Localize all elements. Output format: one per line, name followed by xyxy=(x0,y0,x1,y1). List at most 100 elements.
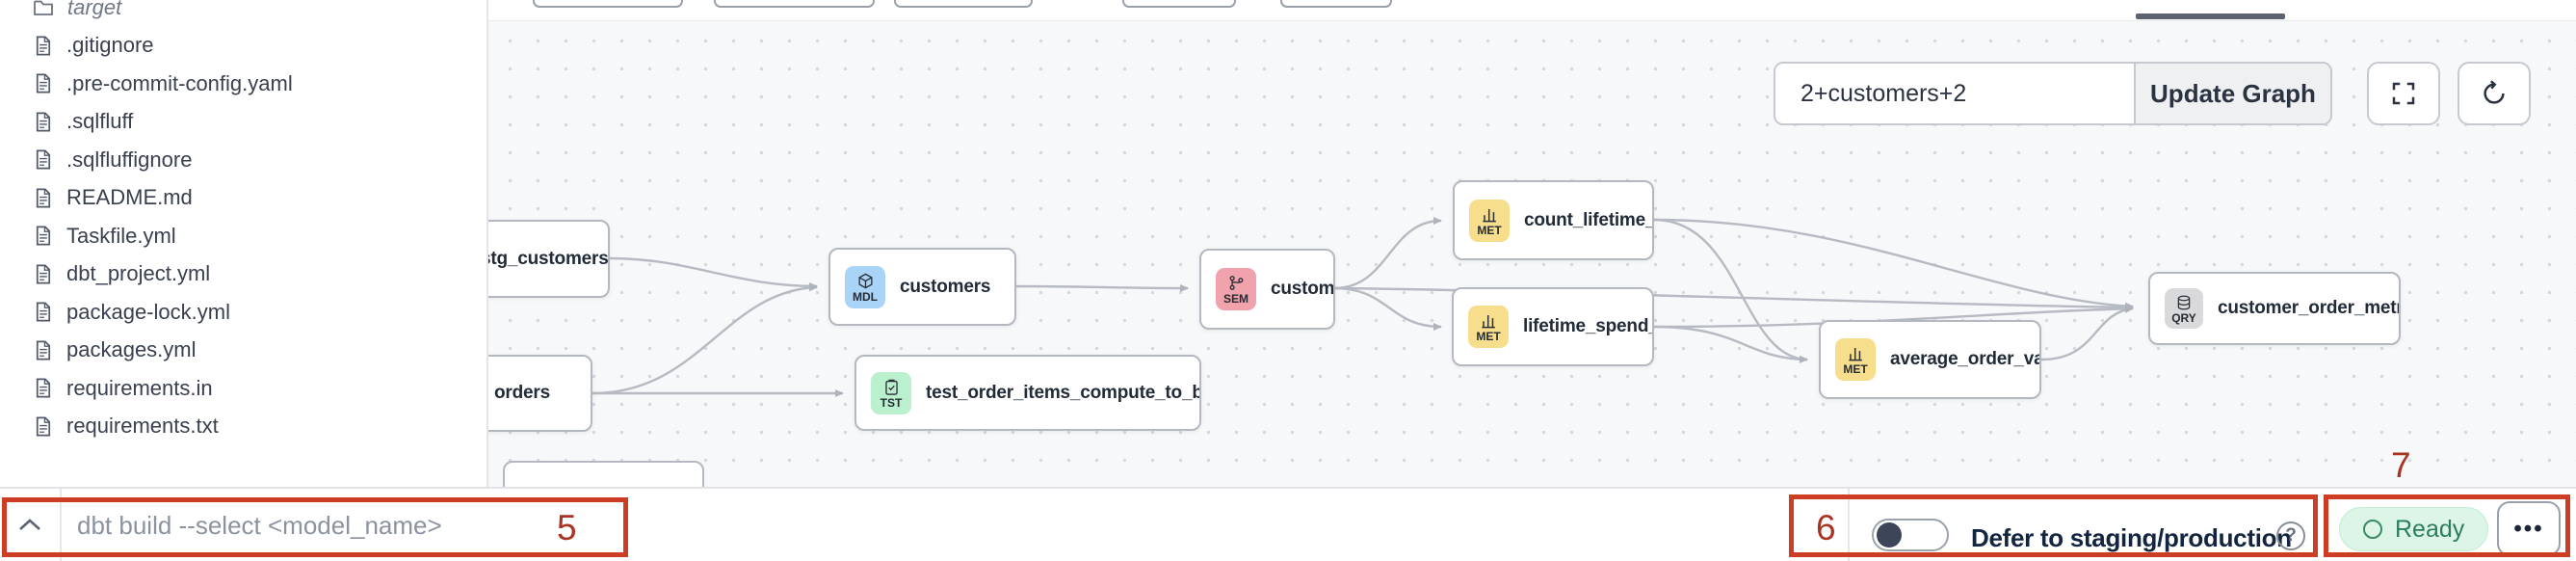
node-type-label: SEM xyxy=(1222,292,1249,306)
file-label: .sqlfluffignore xyxy=(66,147,193,172)
collapse-panel-button[interactable] xyxy=(8,506,52,545)
defer-toggle-switch[interactable] xyxy=(1872,519,1949,551)
file-row[interactable]: requirements.txt xyxy=(0,408,486,446)
refresh-button[interactable] xyxy=(2458,62,2531,125)
node-customers-model[interactable]: MDL customers xyxy=(828,248,1016,326)
file-row[interactable]: package-lock.yml xyxy=(0,293,486,332)
node-type-label: MET xyxy=(1843,362,1868,376)
file-label: README.md xyxy=(66,185,193,210)
toolbar-button-partial[interactable] xyxy=(1280,0,1392,8)
node-orders[interactable]: orders xyxy=(488,355,592,432)
lineage-edges xyxy=(591,217,2134,397)
bar-chart-icon xyxy=(1481,314,1495,329)
update-graph-button[interactable]: Update Graph xyxy=(2134,64,2330,123)
active-tab-indicator xyxy=(2136,13,2285,19)
file-label: Taskfile.yml xyxy=(66,223,176,248)
branch-icon xyxy=(1229,276,1243,290)
file-icon xyxy=(32,263,54,285)
metric-type-badge: MET xyxy=(1469,199,1510,242)
file-row[interactable]: .sqlfluffignore xyxy=(0,141,486,179)
metric-type-badge: MET xyxy=(1835,338,1876,381)
node-label: orders xyxy=(494,383,550,403)
node-label: customer_order_metrics xyxy=(2218,298,2399,318)
node-type-label: QRY xyxy=(2171,310,2196,325)
node-label: average_order_value xyxy=(1890,349,2039,369)
divider xyxy=(1848,489,1850,561)
folder-label: target xyxy=(67,0,122,19)
file-icon xyxy=(32,301,54,323)
file-icon xyxy=(32,35,54,57)
graph-selector-group: Update Graph xyxy=(1774,62,2332,125)
node-customers-semantic[interactable]: SEM customers xyxy=(1199,249,1335,330)
bar-chart-icon xyxy=(1482,208,1496,222)
file-icon xyxy=(32,339,54,361)
node-type-label: MET xyxy=(1476,330,1501,343)
file-icon xyxy=(32,111,54,133)
node-type-label: MET xyxy=(1477,223,1502,237)
node-type-label: MDL xyxy=(853,289,878,304)
help-icon[interactable]: ? xyxy=(2276,521,2305,550)
model-type-badge: MDL xyxy=(845,265,885,308)
file-icon xyxy=(32,415,54,438)
file-row[interactable]: .pre-commit-config.yaml xyxy=(0,65,486,103)
node-label: customers xyxy=(900,276,991,297)
file-row[interactable]: README.md xyxy=(0,179,486,218)
file-row[interactable]: dbt_project.yml xyxy=(0,255,486,294)
toolbar-button-partial[interactable] xyxy=(533,0,683,8)
graph-toolbar-strip xyxy=(488,0,2576,21)
file-label: requirements.txt xyxy=(66,414,219,439)
database-icon xyxy=(2177,295,2191,309)
status-label: Ready xyxy=(2395,515,2465,543)
metric-type-badge: MET xyxy=(1468,306,1509,348)
toolbar-button-partial[interactable] xyxy=(894,0,1033,8)
file-row[interactable]: .gitignore xyxy=(0,27,486,66)
file-icon xyxy=(32,225,54,247)
node-customer-order-metrics[interactable]: QRY customer_order_metrics xyxy=(2148,272,2401,345)
toolbar-button-partial[interactable] xyxy=(714,0,875,8)
test-type-badge: TST xyxy=(871,371,911,414)
file-row[interactable]: requirements.in xyxy=(0,369,486,408)
node-type-label: TST xyxy=(880,395,903,410)
node-lifetime-spend-pretax[interactable]: MET lifetime_spend_pretax xyxy=(1452,287,1654,366)
file-row[interactable]: packages.yml xyxy=(0,332,486,370)
file-icon xyxy=(32,148,54,171)
folder-row-target[interactable]: target xyxy=(0,0,486,27)
file-row[interactable]: .sqlfluff xyxy=(0,103,486,142)
node-stg-customers[interactable]: stg_customers xyxy=(488,220,610,298)
defer-label: Defer to staging/production xyxy=(1971,523,2292,552)
file-label: dbt_project.yml xyxy=(66,261,211,286)
fullscreen-button[interactable] xyxy=(2367,62,2440,125)
file-label: .gitignore xyxy=(66,33,154,58)
node-label: count_lifetime_orders xyxy=(1524,209,1654,230)
lineage-graph-canvas[interactable]: stg_customers orders MDL customers TST t… xyxy=(488,21,2576,487)
graph-selector-input[interactable] xyxy=(1775,64,2134,123)
toolbar-button-partial[interactable] xyxy=(1122,0,1236,8)
node-count-lifetime-orders[interactable]: MET count_lifetime_orders xyxy=(1453,180,1654,260)
file-icon xyxy=(32,187,54,209)
status-badge-ready[interactable]: Ready xyxy=(2339,507,2489,551)
file-tree: target .gitignore .pre-commit-config.yam… xyxy=(0,0,486,445)
chevron-up-icon xyxy=(19,519,40,530)
file-label: package-lock.yml xyxy=(66,299,230,324)
node-test-order-items[interactable]: TST test_order_items_compute_to_bools... xyxy=(854,355,1201,431)
divider xyxy=(60,489,62,561)
node-label: lifetime_spend_pretax xyxy=(1523,316,1654,336)
node-average-order-value[interactable]: MET average_order_value xyxy=(1819,320,2041,399)
clipboard-check-icon xyxy=(884,379,898,395)
dbt-command-input[interactable] xyxy=(77,500,597,550)
status-circle-icon xyxy=(2363,520,2382,539)
toggle-knob xyxy=(1877,522,1902,548)
file-label: packages.yml xyxy=(66,337,197,362)
semantic-type-badge: SEM xyxy=(1216,268,1256,310)
node-partial-clipped[interactable] xyxy=(503,461,704,487)
file-label: .pre-commit-config.yaml xyxy=(66,70,293,95)
folder-icon xyxy=(32,0,55,19)
file-label: requirements.in xyxy=(66,375,213,400)
overflow-menu-button[interactable]: ••• xyxy=(2497,501,2561,556)
file-row[interactable]: Taskfile.yml xyxy=(0,217,486,255)
file-explorer-panel: target .gitignore .pre-commit-config.yam… xyxy=(0,0,488,487)
node-label: customers xyxy=(1271,279,1335,299)
fullscreen-icon xyxy=(2392,82,2415,105)
bar-chart-icon xyxy=(1848,347,1862,361)
